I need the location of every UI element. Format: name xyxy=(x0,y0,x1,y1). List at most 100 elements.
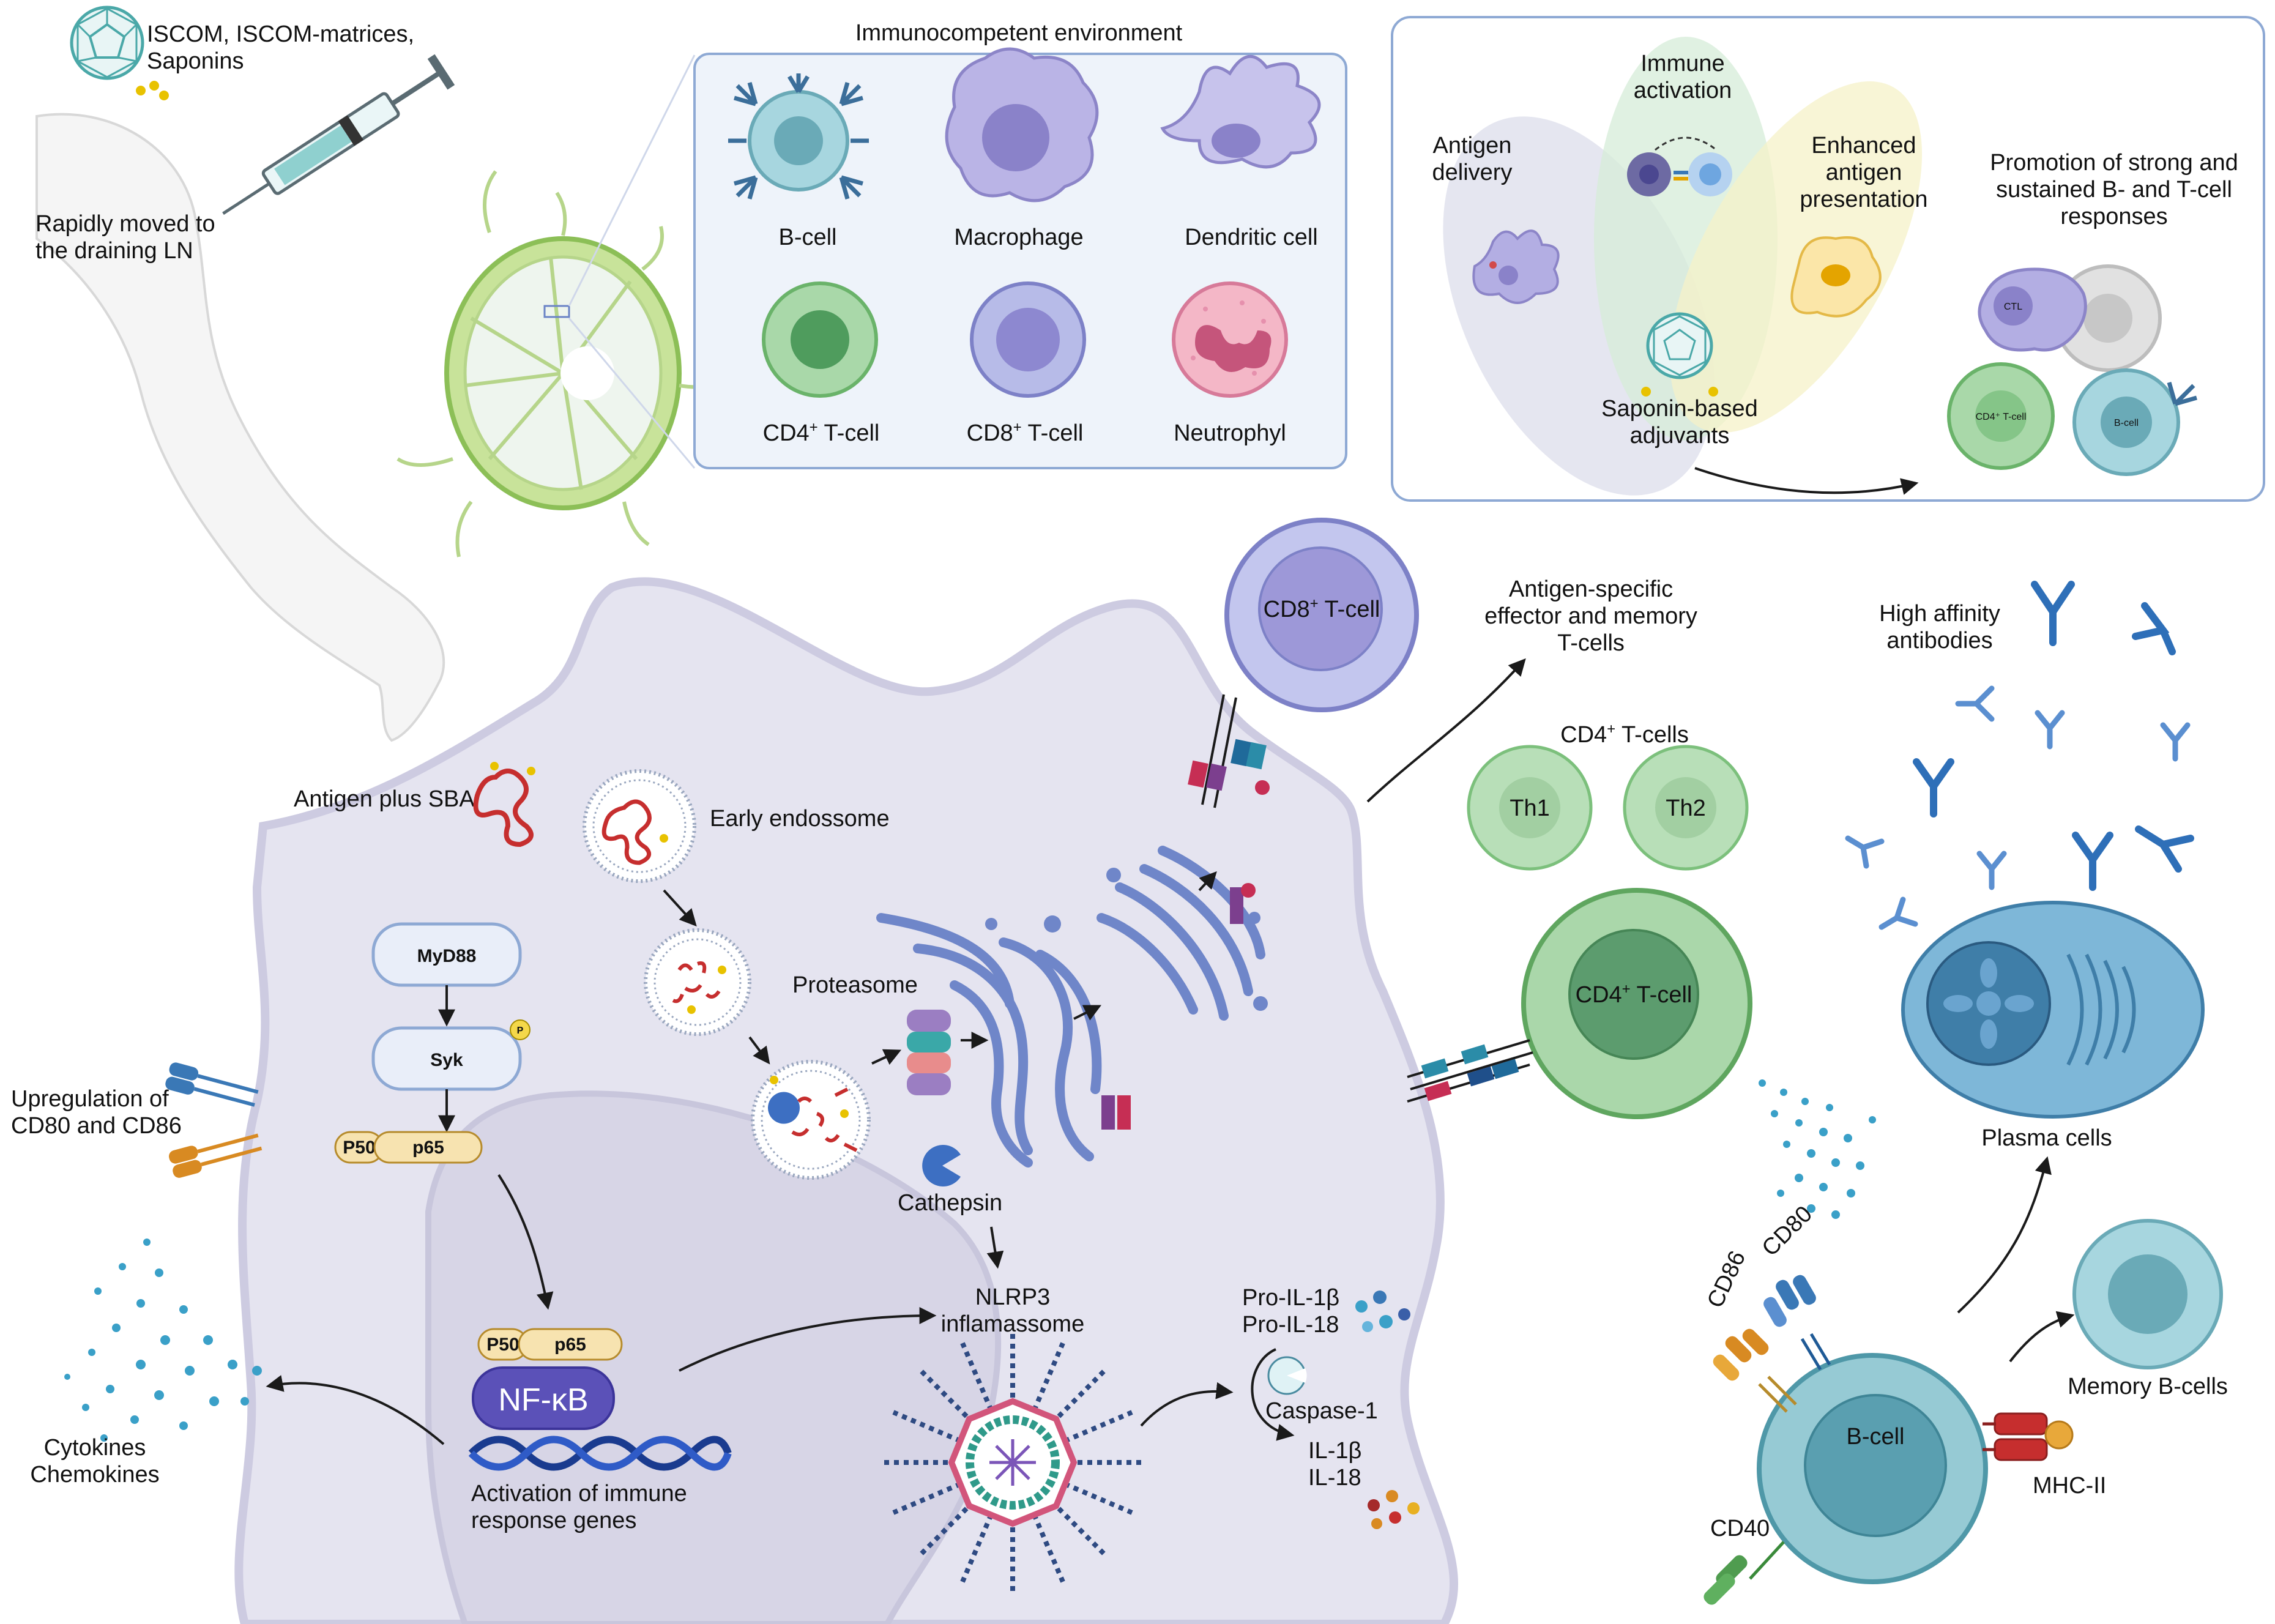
iscom-icon xyxy=(70,6,144,80)
caspase-label: Caspase-1 xyxy=(1265,1398,1378,1424)
adjuvant-mechanism-panel: Immune activation Antigen delivery Enhan… xyxy=(1391,16,2265,502)
tcr-mhc1-complex xyxy=(1188,694,1270,808)
p65-label-1: p65 xyxy=(412,1138,444,1158)
iscom-label-2: Saponins xyxy=(147,48,244,74)
to-cytokines-arrow xyxy=(266,1375,445,1445)
upregulation-label-1: Upregulation of xyxy=(11,1086,169,1112)
cd40-receptor-icon xyxy=(1703,1541,1785,1605)
iscom-label-1: ISCOM, ISCOM-matrices, xyxy=(147,21,414,47)
mhc2-receptor-icon xyxy=(1983,1412,2074,1461)
plasma-cell-icon xyxy=(1901,901,2205,1119)
antibody-icons xyxy=(1845,581,2194,930)
macrophage-label: Macrophage xyxy=(954,225,1083,250)
zoom-lines xyxy=(568,54,696,469)
bcell-small-label: B-cell xyxy=(2114,418,2139,428)
th2-cell-icon: Th2 xyxy=(1623,745,1749,871)
cd80-cd86-receptors xyxy=(165,1062,262,1178)
mechanism-arrow xyxy=(1694,467,1919,495)
cd4-small-icon: CD4⁺ T-cell xyxy=(1947,362,2055,470)
cd8-large-label: CD8+ T-cell xyxy=(1264,595,1380,622)
nfkb-label: NF-κB xyxy=(498,1382,588,1418)
proteasome-label: Proteasome xyxy=(792,972,918,998)
mature-cytokine-dots xyxy=(1368,1490,1420,1529)
cd8-tcell-large: CD8+ T-cell xyxy=(1224,518,1419,712)
environment-title: Immunocompetent environment xyxy=(855,20,1183,46)
iscom-legend: ISCOM, ISCOM-matrices, Saponins xyxy=(70,6,414,100)
immune-activation-label-2: activation xyxy=(1634,78,1732,103)
cd4-small-label: CD4⁺ T-cell xyxy=(1976,412,2027,422)
to-effector-arrow xyxy=(1366,658,1526,803)
promotion-label-3: responses xyxy=(2060,204,2167,229)
cathepsin-icon xyxy=(922,1145,961,1186)
cd4-large-label: CD4+ T-cell xyxy=(1576,981,1692,1008)
memory-bcells-label: Memory B-cells xyxy=(2068,1374,2228,1399)
antigen-icon xyxy=(473,762,535,847)
antigen-presentation-zone xyxy=(1669,81,1923,433)
lymph-node-illustration xyxy=(397,170,736,557)
apc-nucleus xyxy=(425,1090,1002,1624)
cytokines-label-1: Cytokines xyxy=(44,1435,146,1461)
dendritic-delivery-icon xyxy=(1472,229,1560,304)
proteasome-icon xyxy=(907,1010,951,1095)
p50-label-2: P50 xyxy=(486,1335,519,1355)
neutrophyl-label: Neutrophyl xyxy=(1174,420,1286,446)
nlrp3-label-2: inflamassome xyxy=(941,1311,1084,1337)
macrophage-icon xyxy=(945,47,1099,203)
saponin-adjuvant-label-1: Saponin-based xyxy=(1601,396,1758,422)
cd86-receptor-icon xyxy=(1713,1328,1797,1413)
mhc-vesicle-icon xyxy=(1101,883,1256,1130)
th2-label: Th2 xyxy=(1666,795,1705,821)
cd4-tcell-icon xyxy=(762,281,878,398)
enhanced-presentation-label-2: antigen xyxy=(1826,160,1902,185)
activation-label-2: response genes xyxy=(471,1508,636,1533)
activation-label-1: Activation of immune xyxy=(471,1481,687,1507)
neutrophil-icon xyxy=(1172,281,1288,398)
lysosome-icon xyxy=(751,1060,871,1180)
memory-bcell-icon xyxy=(2072,1219,2223,1369)
nfkb-complex: P50 p65 NF-κB xyxy=(472,1328,623,1430)
mhc2-label: MHC-II xyxy=(2033,1473,2106,1499)
dendritic-cell-icon xyxy=(1160,54,1321,169)
il18-label: IL-18 xyxy=(1308,1465,1361,1491)
caspase-conversion-arrow xyxy=(1251,1348,1295,1441)
phospho-label: P xyxy=(517,1026,524,1036)
promotion-label-2: sustained B- and T-cell xyxy=(1996,177,2232,203)
to-plasma-arrow xyxy=(1957,1156,2052,1314)
il1b-label: IL-1β xyxy=(1308,1438,1361,1464)
signalling-pathway: MyD88 Syk P P50 p65 xyxy=(334,922,531,1164)
bcell-small-icon: B-cell xyxy=(2072,368,2197,476)
cd80-receptor-icon xyxy=(1763,1275,1831,1371)
dna-icon xyxy=(468,1436,732,1471)
syringe-icon xyxy=(222,54,455,215)
ctl-icon: CTL xyxy=(1978,264,2162,372)
bcell-large: B-cell xyxy=(1757,1353,1988,1584)
upregulation-label-2: CD80 and CD86 xyxy=(11,1113,182,1139)
phospho-badge xyxy=(510,1019,531,1040)
bcell-large-label: B-cell xyxy=(1846,1424,1904,1450)
immune-activation-label-1: Immune xyxy=(1640,51,1724,76)
pro-cytokine-dots xyxy=(1355,1291,1410,1332)
plasma-cells-label: Plasma cells xyxy=(1981,1125,2112,1151)
endosome-arrow-2 xyxy=(748,1036,770,1065)
cd40-label: CD40 xyxy=(1710,1516,1770,1541)
effector-label-3: T-cells xyxy=(1557,630,1625,656)
tcell-cytokine-dots xyxy=(1759,1079,1876,1219)
p65-label-2: p65 xyxy=(554,1335,586,1355)
effector-label-1: Antigen-specific xyxy=(1509,576,1673,602)
to-proteasome-arrow xyxy=(871,1049,902,1065)
cytokine-dots xyxy=(64,1238,262,1442)
pro-il1b-label: Pro-IL-1β xyxy=(1242,1285,1339,1311)
cytokines-label-2: Chemokines xyxy=(30,1462,159,1488)
enhanced-presentation-label-1: Enhanced xyxy=(1811,133,1916,158)
cathepsin-label: Cathepsin xyxy=(898,1190,1002,1216)
antigen-delivery-label-2: delivery xyxy=(1432,160,1513,185)
early-endosome-label: Early endossome xyxy=(710,806,890,832)
golgi-arrow xyxy=(1198,871,1217,892)
to-nlrp3-arrow xyxy=(679,1307,937,1372)
bcell-label: B-cell xyxy=(778,225,836,250)
p50-label-1: P50 xyxy=(343,1138,375,1158)
nlrp3-inflammasome-icon xyxy=(881,1331,1144,1594)
effector-label-2: effector and memory xyxy=(1484,603,1697,629)
promotion-label-1: Promotion of strong and xyxy=(1990,150,2238,176)
